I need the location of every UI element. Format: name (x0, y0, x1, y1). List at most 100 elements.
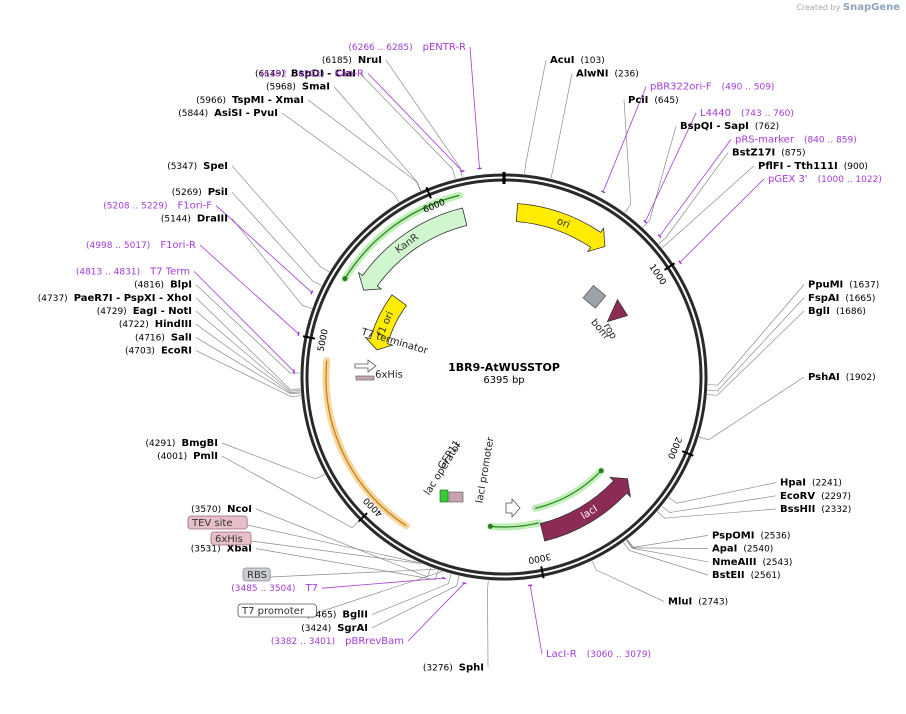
enzyme-site-hpai: HpaI(2241) (780, 478, 842, 489)
primer-f1ori-r-name: F1ori-R (160, 240, 196, 251)
enzyme-site-pcii-name: PciI (628, 95, 648, 106)
enzyme-site-bspqi-sapi-name: BspQI - SapI (680, 121, 749, 132)
his-tag-glyph (355, 375, 375, 381)
enzyme-site-acui-leader (524, 60, 547, 175)
enzyme-site-pshai-position: (1902) (846, 373, 876, 383)
primer-l4440-name: L4440 (700, 108, 731, 119)
enzyme-site-bmgbi-leader (221, 442, 325, 480)
ruler-tick-1000 (664, 262, 676, 271)
enzyme-site-bsteii-name: BstEII (712, 570, 745, 581)
enzyme-site-paer7i-pspxi-xhoi: (4737) PaeR7I - PspXI - XhoI (38, 293, 192, 304)
green-guide-tip-2 (487, 523, 493, 529)
enzyme-site-pshai-name: PshAI (808, 372, 840, 383)
enzyme-site-paer7i-pspxi-xhoi-leader (195, 297, 301, 390)
primer-pbr322ori-f: pBR322ori-F(490 .. 509) (650, 82, 774, 93)
primer-laci-r-leader (529, 585, 543, 655)
primer-pgex-3: pGEX 3'(1000 .. 1022) (768, 174, 882, 185)
enzyme-site-bglii-leader (371, 573, 452, 615)
primer-pbr322ori-f-leader (602, 86, 647, 192)
enzyme-site-nmeaiii-name: NmeAIII (712, 557, 756, 568)
primer-prs-marker-range: (840 .. 859) (804, 135, 857, 145)
feature-box-rbs-frame (242, 567, 271, 582)
primer-pentr-r: (6266 .. 6285)pENTR-R (348, 42, 466, 53)
primer-prs-marker-name: pRS-marker (735, 134, 795, 145)
enzyme-site-bgli-position: (1686) (836, 307, 866, 317)
enzyme-site-sgrai-name: SgrAI (337, 623, 368, 634)
enzyme-site-asisi-pvui-position: (5844) (178, 109, 208, 119)
enzyme-site-blpi: (4816)BlpI (134, 280, 192, 291)
primer-pbrrevbam-leader (407, 582, 465, 642)
enzyme-site-bspqi-sapi-position: (762) (755, 122, 779, 132)
credit-prefix: Created by (796, 3, 841, 12)
enzyme-site-sali: (4716)SalI (135, 332, 192, 343)
feature-box-tev-site-leader (247, 524, 420, 564)
green-guide-line-1 (535, 470, 602, 509)
enzyme-site-mlui: MluI(2743) (668, 596, 728, 607)
enzyme-site-alwni-leader (550, 73, 573, 179)
primer-t7-term-range: (4813 .. 4831) (76, 267, 140, 277)
enzyme-site-fspai-name: FspAI (808, 293, 839, 304)
primer-t7-bar (441, 576, 446, 580)
primer-f1ori-r-leader (199, 244, 299, 335)
enzyme-site-bglii-position: (3465) (306, 611, 336, 621)
plasmid-length: 6395 bp (483, 375, 524, 386)
enzyme-site-tspmi-xmai-position: (5966) (196, 96, 226, 106)
enzyme-site-bstz17i-leader (658, 152, 729, 245)
enzyme-site-fspai-leader (707, 297, 805, 392)
primer-f1ori-f: (5208 .. 5229)F1ori-F (103, 200, 212, 211)
enzyme-site-pspomi: PspOMI(2536) (712, 530, 790, 541)
enzyme-site-apai-name: ApaI (712, 544, 737, 555)
enzyme-site-bsteii: BstEII(2561) (712, 570, 781, 581)
enzyme-site-psii-leader (231, 191, 322, 286)
primer-t7-term-leader (193, 271, 295, 372)
enzyme-site-mlui-name: MluI (668, 596, 692, 607)
primer-pgex-3-leader (679, 178, 765, 263)
primer-pgex-3-bar (678, 260, 682, 265)
enzyme-site-sali-name: SalI (171, 332, 192, 343)
enzyme-site-paer7i-pspxi-xhoi-position: (4737) (38, 294, 68, 304)
primer-t7-name: T7 (305, 583, 318, 594)
primer-laci-r-name: LacI-R (546, 649, 577, 660)
enzyme-site-nmeaiii-position: (2543) (762, 558, 792, 568)
enzyme-site-nmeaiii-leader (626, 540, 709, 563)
enzyme-site-pflfi-tth111i: PflFI - Tth111I(900) (758, 161, 868, 172)
enzyme-site-bsshii-position: (2332) (821, 505, 851, 515)
enzyme-site-ecorv-name: EcoRV (780, 491, 815, 502)
enzyme-site-hindiii-position: (4722) (119, 320, 149, 330)
enzyme-site-bgli-name: BglI (808, 306, 830, 317)
ruler-tick-4000 (357, 512, 368, 523)
enzyme-site-ecorv: EcoRV(2297) (780, 491, 851, 502)
primer-f1ori-r: (4998 .. 5017) F1ori-R (86, 240, 196, 251)
enzyme-site-sgrai-position: (3424) (301, 624, 331, 634)
feature-box-rbs-leader (270, 568, 436, 578)
enzyme-site-pcii: PciI(645) (628, 95, 679, 106)
enzyme-site-pshai: PshAI (1902) (808, 372, 876, 383)
primer-l4440-bar (643, 219, 648, 224)
enzyme-site-hpai-leader (668, 482, 777, 504)
enzyme-site-bspdi-clai-leader (359, 73, 456, 180)
enzyme-site-bstz17i-name: BstZ17I (732, 148, 775, 159)
enzyme-site-alwni: AlwNI(236) (576, 68, 639, 79)
snapgene-logo: SnapGene (842, 2, 900, 13)
plasmid-name: 1BR9-AtWUSSTOP (448, 361, 560, 374)
enzyme-site-smai: (5968)SmaI (266, 82, 330, 93)
enzyme-site-hindiii-name: HindIII (155, 319, 192, 330)
enzyme-site-pspomi-name: PspOMI (712, 530, 754, 541)
enzyme-site-nrui: (6185)NruI (322, 55, 382, 66)
feature-box-6xhis-leader (250, 540, 422, 565)
enzyme-site-acui-name: AcuI (550, 55, 575, 66)
enzyme-site-paer7i-pspxi-xhoi-name: PaeR7I - PspXI - XhoI (74, 293, 192, 304)
green-guide-tip-0 (342, 276, 348, 282)
feature-ori-label: ori (555, 216, 571, 231)
enzyme-site-smai-leader (333, 86, 422, 191)
feature-f1-ori-arrow (364, 294, 407, 351)
enzyme-site-pflfi-tth111i-name: PflFI - Tth111I (758, 161, 838, 172)
primer-kan-r-range: (6182 .. 6201) (260, 69, 324, 79)
enzyme-site-pmli-position: (4001) (157, 452, 187, 462)
primer-pbr322ori-f-name: pBR322ori-F (650, 82, 712, 93)
primer-pentr-r-range: (6266 .. 6285) (348, 43, 412, 53)
enzyme-site-pcii-leader (623, 99, 632, 213)
feature-box-t7-promoter-leader (316, 571, 443, 614)
primer-f1ori-r-range: (4998 .. 5017) (86, 241, 150, 251)
